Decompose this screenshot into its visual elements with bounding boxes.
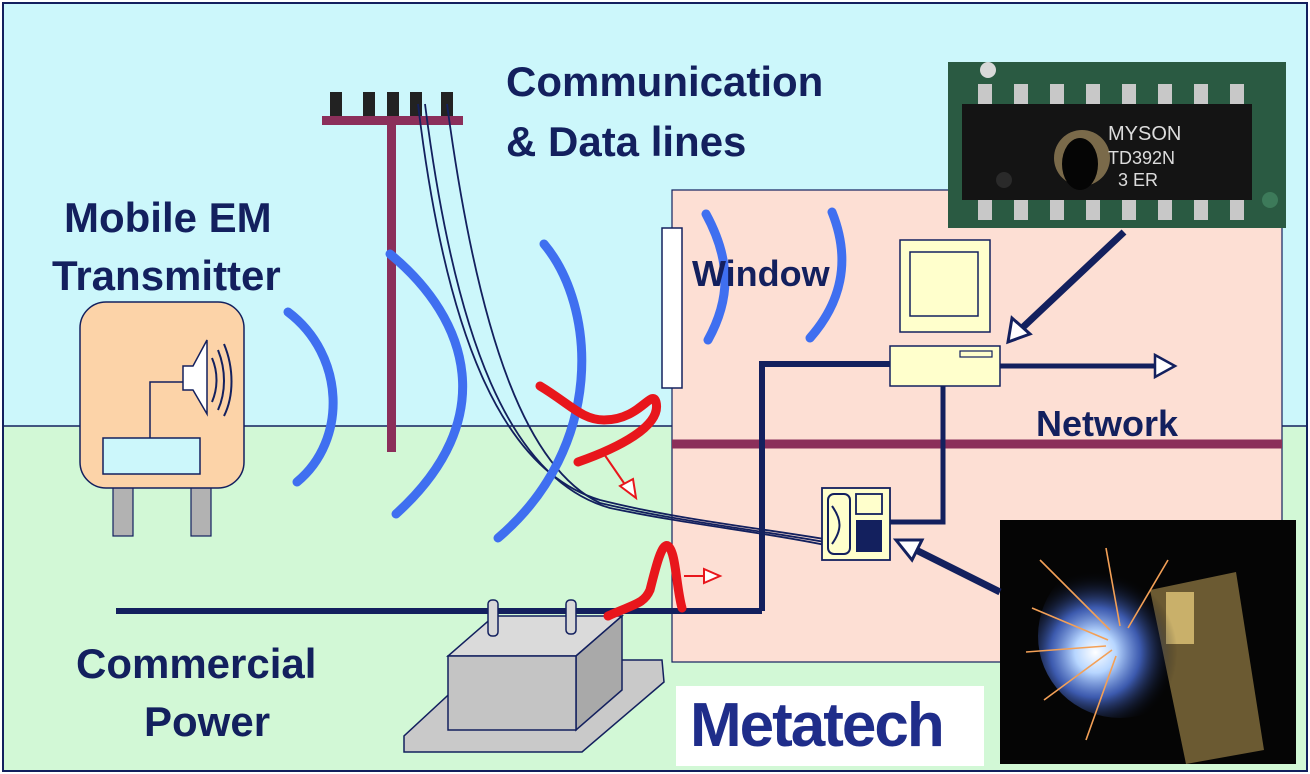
transmitter-unit [102,437,201,475]
board-hole [1262,192,1278,208]
metatech-logo-text: Metatech [690,691,945,760]
pulse-arrow-shaft [603,453,627,487]
chip-pin [1086,200,1100,220]
label-mobile-em: Mobile EM [64,194,272,241]
em-wave [805,207,847,343]
chip-pin [1050,84,1064,104]
phone-keypad [856,520,882,552]
network-arrow-head [1153,352,1178,380]
chip-pin [1194,84,1208,104]
em-wave [493,239,587,543]
label-window: Window [692,253,831,294]
transformer-bushing [487,599,499,637]
spark-streak [1127,559,1169,629]
em-wave [385,249,468,519]
spark-pointer-shaft [914,546,1002,596]
pulse-arrow-head [618,477,638,501]
spark-pointer-head [892,538,925,563]
spark-streak [1105,547,1121,627]
insulator [387,92,399,116]
insulator [330,92,342,116]
sound-wave [211,357,218,403]
chip-pin [1158,200,1172,220]
chip-label-line3: 3 ER [1118,170,1158,190]
pulse-on-comm-lines [535,381,661,467]
label-power: Power [144,698,270,745]
sound-wave [223,343,233,417]
em-wave [283,307,338,487]
phone-display [855,493,883,515]
board-hole [980,62,996,78]
pulse-arrows [603,453,723,585]
spark-streak [1031,607,1109,641]
chip-pin [1122,84,1136,104]
chip-pin [1230,200,1244,220]
chip-pin [1158,84,1172,104]
chip-pin [1122,200,1136,220]
comm-wire [446,103,831,544]
label-communication: Communication [506,58,823,105]
label-commercial: Commercial [76,640,316,687]
chip-pin [1014,84,1028,104]
chip-pin [1230,84,1244,104]
chip-pin [978,200,992,220]
computer-to-phone-line [890,386,946,525]
pulse-on-power-line [603,541,687,621]
chip-pin [1050,200,1064,220]
speaker-icon [182,339,208,417]
transformer [403,599,665,753]
transformer-bushing [565,599,577,635]
power-feed-to-computer [759,361,892,611]
chip-label-line1: MYSON [1108,123,1181,145]
chip-pin1-dot [996,172,1012,188]
spark-glow [1038,554,1202,718]
chip-pin [978,84,992,104]
computer [889,239,1001,387]
spark-streak [1025,645,1107,653]
metatech-logo: Metatech [676,686,984,766]
label-network: Network [1036,403,1179,444]
spark-streak [1039,559,1111,631]
chip-photo: MYSON TD392N 3 ER [948,62,1286,228]
pole-mast [387,118,396,452]
em-wave [701,209,730,345]
comm-wire [417,103,831,541]
mobile-em-transmitter [79,301,245,537]
emp-pulses [535,381,687,621]
spark-streak [1085,655,1117,741]
pulse-arrow-head [703,567,723,585]
insulator [410,92,422,116]
computer-screen [909,251,979,317]
window-frame [661,227,683,389]
label-transmitter: Transmitter [52,252,281,299]
comm-wire [424,103,831,547]
chip-pin [1194,200,1208,220]
transformer-front [447,655,577,731]
label-data-lines: & Data lines [506,118,746,165]
phone-handset-curve [831,505,841,545]
chip-pointer-head [1006,315,1033,345]
spark-photo [1000,520,1296,764]
chip-pin [1014,200,1028,220]
chip-label-line2: TD392N [1108,148,1175,168]
computer-drive-slot [959,350,993,358]
spark-streaks [1025,547,1169,741]
chip-burn-core [1062,138,1098,190]
pole-crossarm [322,116,463,125]
communication-lines [417,103,831,547]
transmitter-wiring [149,381,183,438]
insulator [363,92,375,116]
chip-pin [1086,84,1100,104]
em-waves [283,207,847,543]
telephone [821,487,891,561]
chip-pointer-shaft [1017,229,1127,333]
spark-streak [1043,649,1113,701]
chip-pins [978,84,1244,220]
sound-wave [217,349,225,411]
